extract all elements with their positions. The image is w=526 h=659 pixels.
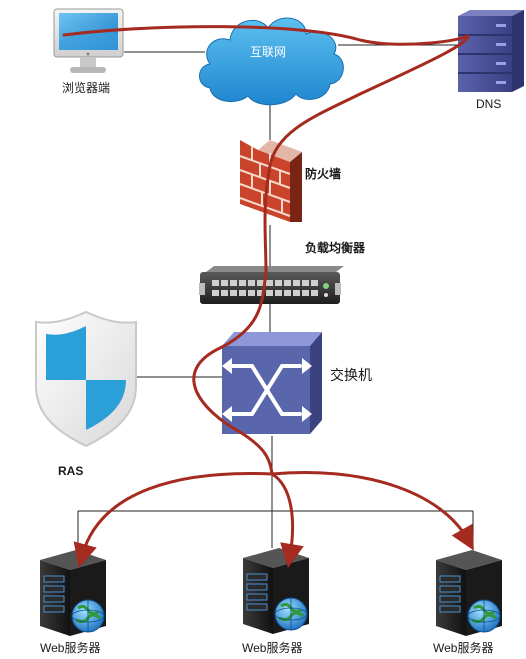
request-path-main [62, 25, 470, 476]
ras-shield-icon [35, 310, 137, 448]
web-server-1-label: Web服务器 [40, 641, 101, 655]
request-branch-3 [270, 470, 474, 551]
ras-label: RAS [58, 464, 84, 478]
web-server-2-icon [241, 546, 311, 636]
browser-monitor-icon [53, 8, 124, 73]
switch-icon [222, 332, 322, 434]
firewall-icon [239, 140, 302, 222]
load-balancer-icon [199, 266, 344, 304]
web-server-1-icon [38, 548, 108, 638]
web-server-2-label: Web服务器 [242, 641, 303, 655]
web-server-3-icon [434, 548, 504, 638]
dns-server-icon [458, 10, 524, 92]
request-branch-2 [270, 472, 304, 568]
network-links [77, 44, 474, 550]
load-balancer-label: 负载均衡器 [305, 241, 366, 255]
browser-label: 浏览器端 [62, 81, 111, 95]
web-server-3-label: Web服务器 [433, 641, 494, 655]
internet-label: 互联网 [250, 45, 287, 59]
switch-label: 交换机 [330, 367, 372, 383]
firewall-label: 防火墙 [305, 167, 342, 181]
dns-label: DNS [476, 97, 502, 111]
request-branch-1 [73, 472, 274, 568]
request-path [62, 25, 474, 568]
